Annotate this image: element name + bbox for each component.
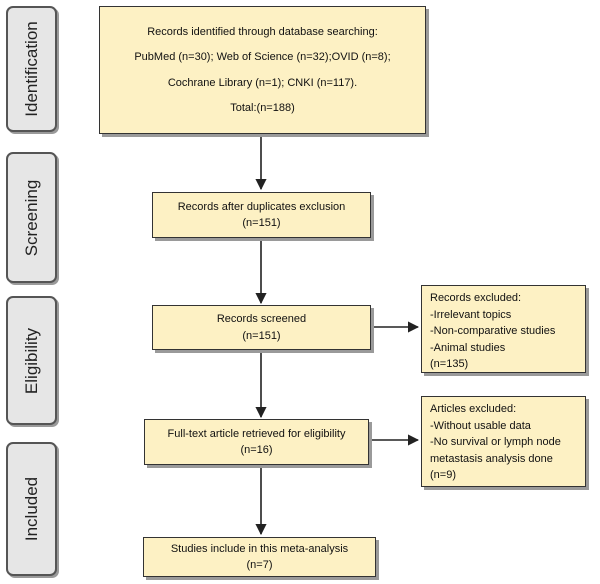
duplicates-box: Records after duplicates exclusion (n=15… — [152, 192, 371, 238]
articles-excluded-title: Articles excluded: — [430, 403, 517, 415]
fulltext-line-1: Full-text article retrieved for eligibil… — [167, 427, 346, 440]
articles-excluded-item-2: -No survival or lymph node — [430, 436, 561, 448]
phase-identification: Identification — [6, 6, 57, 132]
phase-eligibility: Eligibility — [6, 296, 57, 425]
phase-included: Included — [6, 442, 57, 576]
phase-screening: Screening — [6, 152, 57, 283]
records-excluded-item-3: -Animal studies — [430, 341, 506, 354]
duplicates-line-2: (n=151) — [242, 217, 281, 229]
identification-line-1: Records identified through database sear… — [147, 25, 378, 38]
identification-line-4: Total:(n=188) — [230, 102, 295, 114]
records-excluded-item-2: -Non-comparative studies — [430, 325, 556, 337]
duplicates-line-1: Records after duplicates exclusion — [177, 200, 346, 213]
fulltext-line-2: (n=16) — [240, 444, 273, 456]
articles-excluded-box: Articles excluded: -Without usable data … — [421, 396, 586, 487]
records-excluded-box: Records excluded: -Irrelevant topics -No… — [421, 285, 586, 373]
records-excluded-count: (n=135) — [430, 358, 469, 370]
screened-line-1: Records screened — [216, 313, 307, 325]
articles-excluded-item-3: metastasis analysis done — [430, 452, 553, 465]
included-line-2: (n=7) — [246, 559, 273, 571]
screened-box: Records screened (n=151) — [152, 305, 371, 350]
records-excluded-item-1: -Irrelevant topics — [430, 308, 512, 321]
identification-line-2: PubMed (n=30); Web of Science (n=32);OVI… — [134, 51, 391, 63]
articles-excluded-item-1: -Without usable data — [430, 419, 531, 432]
records-excluded-title: Records excluded: — [430, 292, 522, 304]
included-line-1: Studies include in this meta-analysis — [170, 542, 349, 555]
identification-box: Records identified through database sear… — [99, 6, 426, 134]
screened-line-2: (n=151) — [242, 329, 281, 342]
articles-excluded-count: (n=9) — [430, 469, 456, 481]
included-box: Studies include in this meta-analysis (n… — [143, 537, 376, 577]
fulltext-box: Full-text article retrieved for eligibil… — [144, 419, 369, 465]
identification-line-3: Cochrane Library (n=1); CNKI (n=117). — [167, 76, 358, 89]
